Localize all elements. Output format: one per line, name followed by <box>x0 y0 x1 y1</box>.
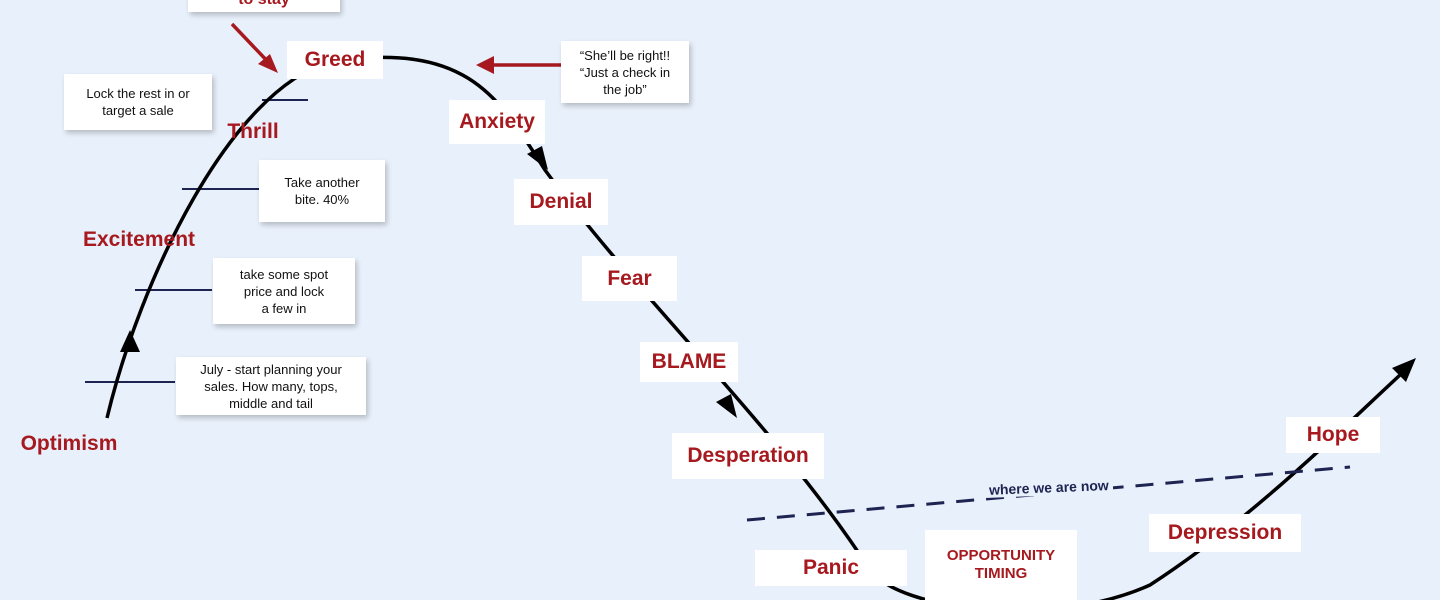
up-arrow-icon <box>120 330 140 352</box>
stage-optimism: Optimism <box>20 432 118 455</box>
stage-desperation: Desperation <box>672 433 824 479</box>
stage-blame: BLAME <box>640 342 738 382</box>
red-arrow-head-icon <box>476 56 494 74</box>
stage-panic: Panic <box>755 550 907 586</box>
stage-denial: Denial <box>514 179 608 225</box>
top-note: to stay <box>188 0 340 12</box>
stage-opportunity-timing: OPPORTUNITY TIMING <box>925 530 1077 600</box>
stage-hope: Hope <box>1286 417 1380 453</box>
stage-thrill: Thrill <box>227 120 279 143</box>
stage-anxiety: Anxiety <box>449 100 545 144</box>
curve-end-arrowhead <box>1392 358 1416 382</box>
down-arrow-icon <box>527 146 548 170</box>
stage-excitement: Excitement <box>82 228 196 251</box>
stage-fear: Fear <box>582 256 677 301</box>
red-arrow-head-icon <box>258 54 278 73</box>
stage-depression: Depression <box>1149 514 1301 552</box>
note-shell-be-right: “She’ll be right!! “Just a check in the … <box>561 41 689 103</box>
note-spot-price: take some spot price and lock a few in <box>213 258 355 324</box>
note-lock-rest: Lock the rest in or target a sale <box>64 74 212 130</box>
stage-greed: Greed <box>287 41 383 79</box>
note-take-bite: Take another bite. 40% <box>259 160 385 222</box>
emotion-curve-line <box>105 55 1402 600</box>
down-arrow-icon <box>716 394 737 418</box>
note-july-plan: July - start planning your sales. How ma… <box>176 357 366 415</box>
